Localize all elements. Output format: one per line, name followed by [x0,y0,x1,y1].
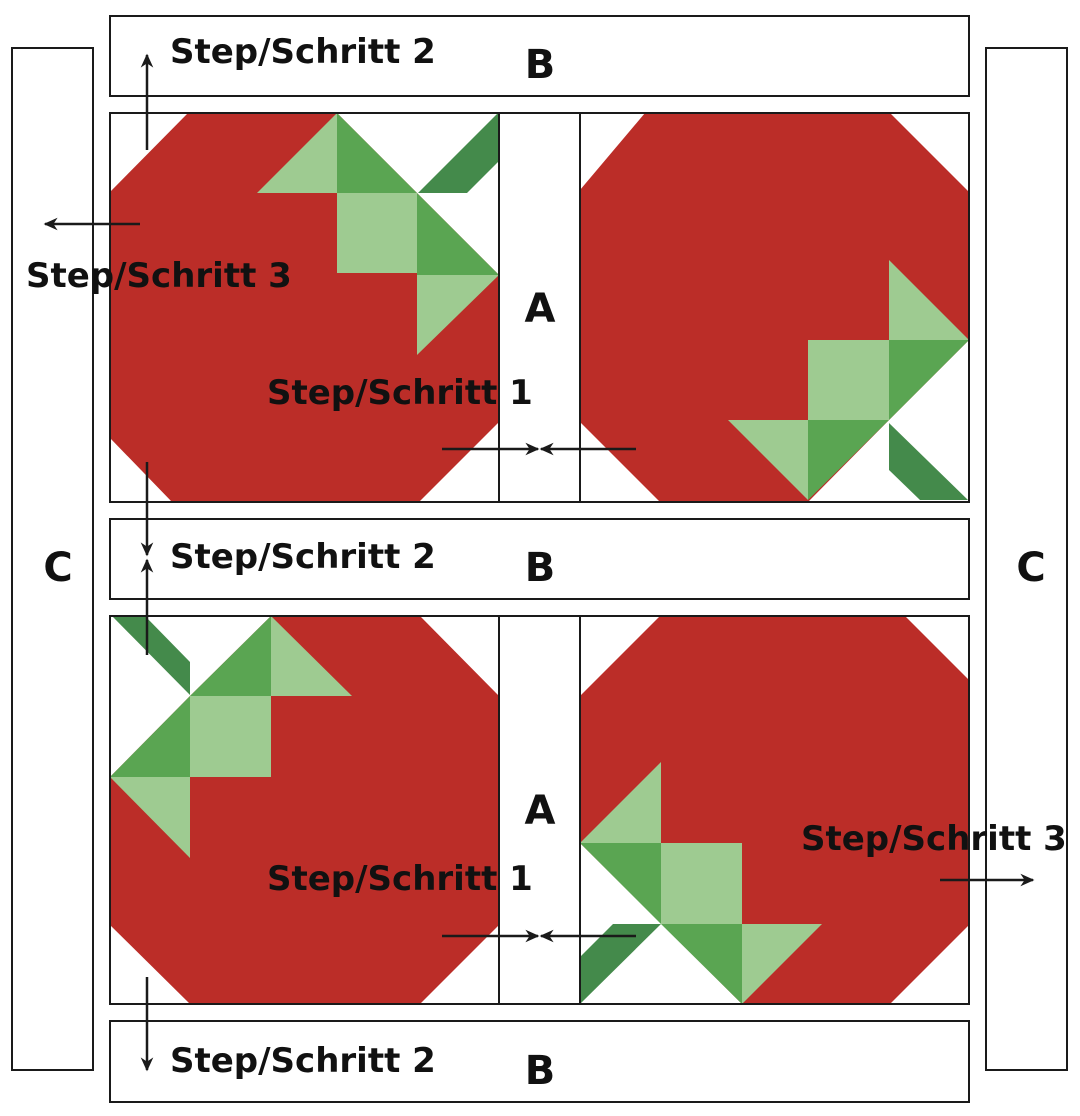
label-a-bottom: A [525,788,556,834]
leaf-piece [271,616,352,696]
leaf-piece [110,696,190,777]
label-a-top: A [525,286,556,332]
apple-stem [112,616,190,695]
sashing-b-bottom [109,1020,970,1103]
apple-block-bottom-left [109,615,500,1005]
leaf-piece [417,275,499,355]
label-b-bottom: B [525,1048,556,1094]
apple-stem [889,423,968,500]
step-1-label-bottom: Step/Schritt 1 [267,859,533,899]
apple-block-top-right [579,112,970,503]
leaf-piece [889,340,969,420]
apple-block-bottom-right [579,615,970,1005]
apple-stem [418,113,498,193]
sashing-a-top [498,112,581,503]
label-b-top: B [525,42,556,88]
label-c-right: C [1016,545,1045,591]
leaf-piece [257,113,337,193]
leaf-piece [661,924,742,1004]
leaf-piece [889,260,969,340]
leaf-piece [110,777,190,858]
sashing-b-middle [109,518,970,600]
leaf-piece [190,616,271,696]
leaf-piece [580,843,661,924]
leaf-piece [190,696,271,777]
border-c-right [985,47,1068,1071]
leaf-piece [808,420,889,500]
step-2-label-middle: Step/Schritt 2 [170,537,436,577]
leaf-piece [742,924,822,1004]
leaf-piece [728,420,808,500]
leaf-piece [337,113,417,193]
step-3-label-right: Step/Schritt 3 [801,819,1067,859]
step-1-label-top: Step/Schritt 1 [267,373,533,413]
sashing-a-bottom [498,615,581,1005]
apple-block-top-left [109,112,500,503]
step-3-label-left: Step/Schritt 3 [26,256,292,296]
leaf-piece [417,193,499,275]
step-2-label-bottom: Step/Schritt 2 [170,1041,436,1081]
leaf-piece [808,340,889,420]
sashing-b-top [109,15,970,97]
label-b-middle: B [525,545,556,591]
label-c-left: C [43,545,72,591]
leaf-piece [337,193,417,273]
step-2-label-top: Step/Schritt 2 [170,32,436,72]
leaf-piece [661,843,742,924]
leaf-piece [580,762,661,843]
apple-stem [580,924,661,1004]
